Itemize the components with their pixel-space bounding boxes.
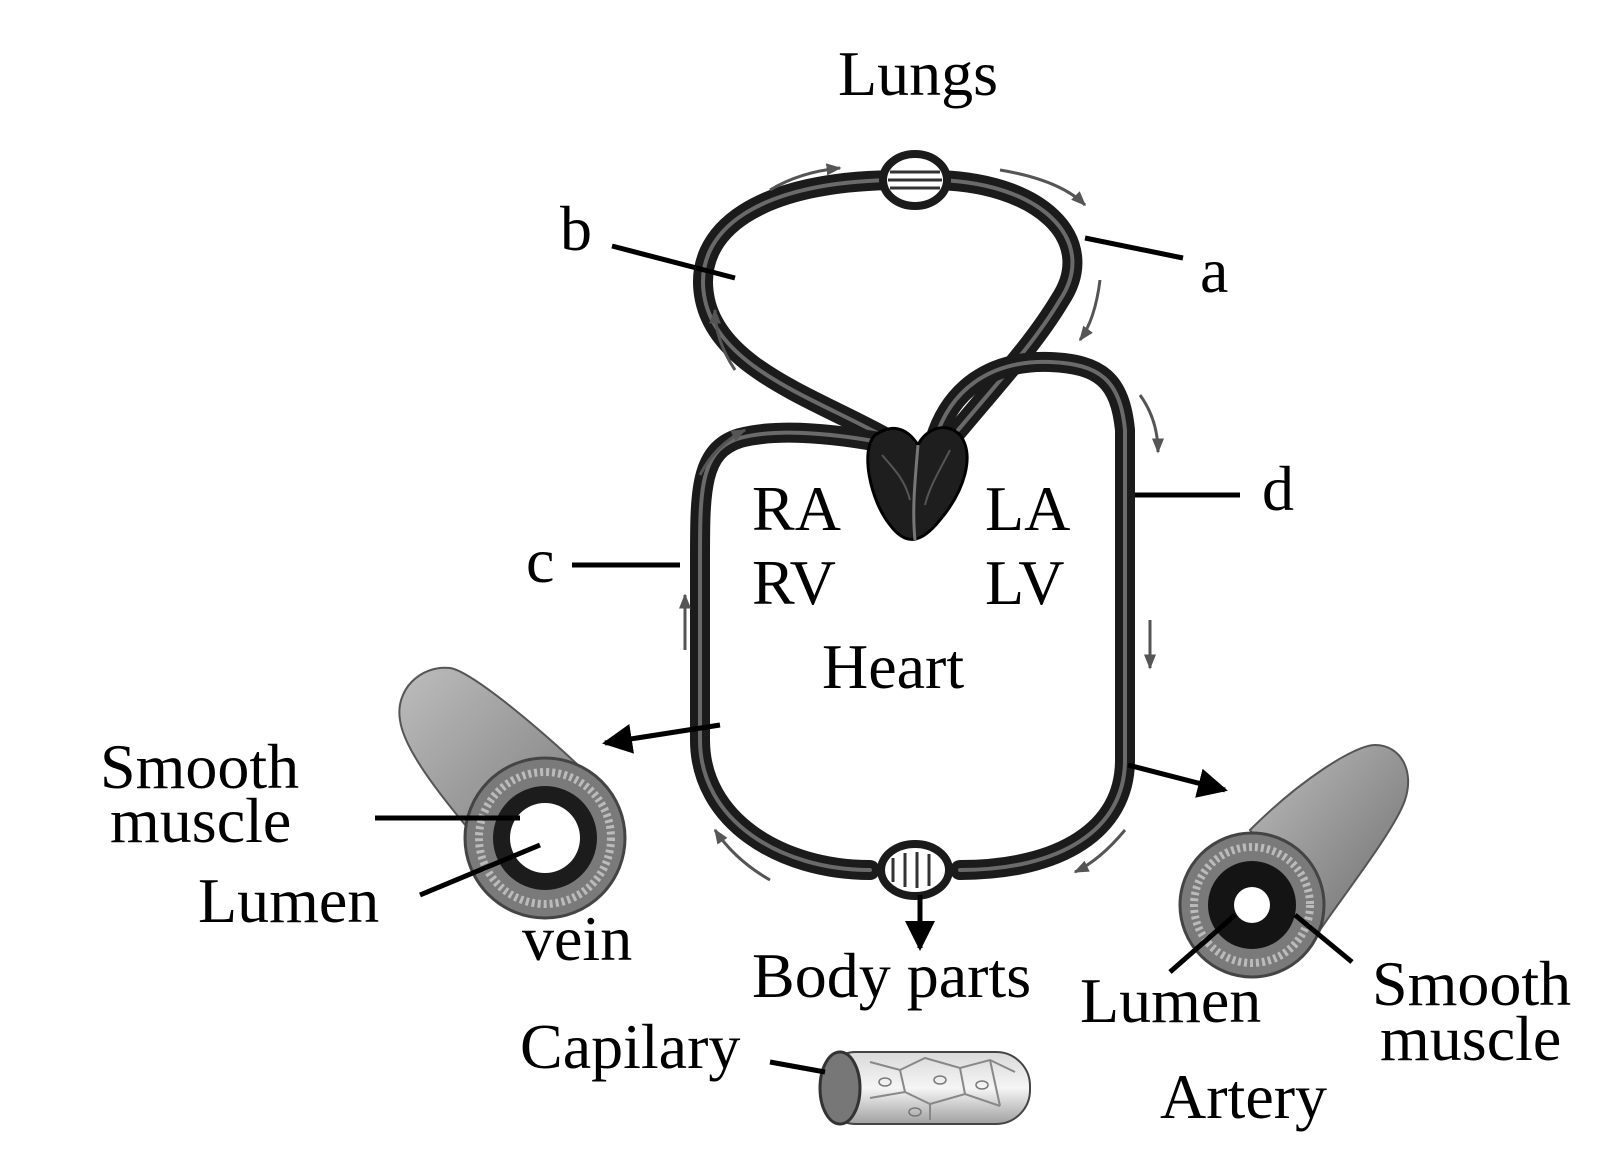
lv-label: LV bbox=[985, 547, 1064, 618]
leader-artery-smooth bbox=[1293, 913, 1354, 964]
ra-label: RA bbox=[752, 473, 841, 544]
label-b: b bbox=[560, 193, 592, 264]
artery-label: Artery bbox=[1160, 1061, 1327, 1132]
leader-a bbox=[1084, 235, 1184, 261]
vein-label: vein bbox=[522, 903, 632, 974]
la-label: LA bbox=[985, 473, 1070, 544]
heart-shape bbox=[866, 426, 969, 541]
artery-smooth-muscle-label-line2: muscle bbox=[1380, 1003, 1561, 1074]
label-a: a bbox=[1200, 235, 1228, 306]
body-capillary-bed bbox=[877, 840, 953, 900]
vein-lumen-hole bbox=[510, 803, 580, 873]
label-d: d bbox=[1262, 453, 1294, 524]
vein-lumen-label: Lumen bbox=[198, 865, 379, 936]
leader-artery-lumen bbox=[1168, 913, 1237, 974]
vein-smooth-muscle-label-line1: Smooth bbox=[100, 731, 299, 802]
pulmonary-vessel-b bbox=[693, 170, 910, 450]
artery-smooth-muscle-label-line1: Smooth bbox=[1372, 948, 1571, 1019]
capilary-label: Capilary bbox=[520, 1011, 740, 1082]
rv-label: RV bbox=[752, 547, 836, 618]
artery-illustration bbox=[1178, 743, 1410, 979]
heart-label: Heart bbox=[822, 631, 964, 702]
lung-capillary-bed bbox=[879, 150, 951, 210]
vein-smooth-muscle-label-line2: muscle bbox=[110, 785, 291, 856]
artery-lumen-label: Lumen bbox=[1080, 965, 1261, 1036]
capillary-illustration bbox=[818, 1050, 1031, 1126]
artery-lumen-hole bbox=[1234, 887, 1270, 923]
leader-vein-lumen bbox=[419, 842, 541, 898]
leader-b bbox=[611, 243, 736, 281]
vein-illustration bbox=[398, 666, 627, 920]
pulmonary-loop bbox=[693, 150, 1102, 480]
systemic-loop bbox=[679, 351, 1164, 900]
leader-capilary bbox=[769, 1059, 826, 1075]
heart bbox=[866, 426, 969, 541]
lungs-label: Lungs bbox=[838, 38, 998, 109]
body-parts-label: Body parts bbox=[752, 940, 1031, 1011]
arrow-to-artery bbox=[1127, 762, 1228, 798]
arrow-to-vein bbox=[602, 722, 721, 754]
label-c: c bbox=[526, 525, 554, 596]
